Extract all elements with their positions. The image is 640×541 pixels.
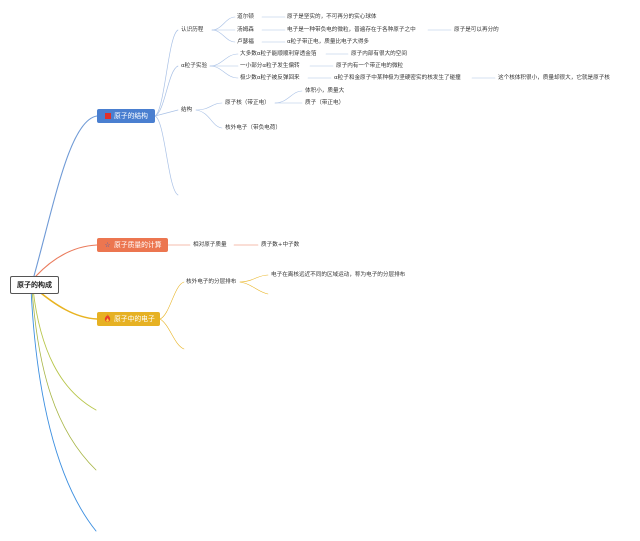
branch-line-extra-blue <box>30 288 97 532</box>
node-electron-layout[interactable]: 核外电子的分层排布 <box>186 279 237 285</box>
node-alpha-experiment[interactable]: α粒子实验 <box>181 63 208 69</box>
node-history[interactable]: 认识历程 <box>181 27 204 33</box>
node-alpha-e1-desc[interactable]: 原子内部有很大的空间 <box>351 51 407 57</box>
node-alpha-e3[interactable]: 极少数α粒子被反弹回来 <box>240 75 300 81</box>
conn-history-dalton <box>211 16 236 31</box>
topic-atom-structure-label: 原子的结构 <box>114 112 148 120</box>
conn-composition-nucleus <box>195 102 223 111</box>
node-nucleus-c2[interactable]: 质子（带正电） <box>305 100 345 106</box>
node-thomson-desc2[interactable]: 原子是可以再分的 <box>454 27 499 33</box>
conn-electron-layout <box>159 281 185 320</box>
conn-structure-composition <box>154 109 179 117</box>
topic-electrons[interactable]: 原子中的电子 <box>97 312 160 326</box>
conn-structure-history <box>154 29 179 117</box>
conn-composition-electrons <box>195 109 223 129</box>
branch-line-extra-green <box>32 288 97 411</box>
conn-structure-empty <box>154 115 179 196</box>
node-nucleus-c1[interactable]: 体积小，质量大 <box>305 88 345 94</box>
root-node[interactable]: 原子的构成 <box>10 276 59 294</box>
red-square-icon <box>103 109 112 123</box>
conn-nucleus-c1 <box>274 90 303 104</box>
conn-structure-alpha <box>154 65 179 117</box>
node-composition[interactable]: 结构 <box>181 107 193 113</box>
topic-atomic-mass[interactable]: ☆原子质量的计算 <box>97 238 168 252</box>
node-rutherford[interactable]: 卢瑟福 <box>237 39 254 45</box>
conn-layout-desc <box>239 274 269 283</box>
topic-atom-structure[interactable]: 原子的结构 <box>97 109 155 123</box>
node-alpha-e1[interactable]: 大多数α粒子能顺顺利穿透金箔 <box>240 51 317 57</box>
branch-line-mass <box>35 244 98 277</box>
node-alpha-e3-desc2[interactable]: 这个核体积很小，质量却很大，它就是原子核 <box>498 75 610 81</box>
conn-electron-empty <box>159 318 185 350</box>
node-alpha-e2[interactable]: 一小部分α粒子发生偏转 <box>240 63 300 69</box>
node-thomson[interactable]: 汤姆森 <box>237 27 254 33</box>
node-nucleus[interactable]: 原子核（带正电） <box>225 100 270 106</box>
node-dalton-desc[interactable]: 原子是坚实的，不可再分的实心球体 <box>287 14 377 20</box>
conn-history-rutherford <box>211 29 236 43</box>
node-electrons[interactable]: 核外电子（带负电荷） <box>225 125 281 131</box>
conn-alpha-e3 <box>209 65 239 79</box>
node-electron-layout-desc[interactable]: 电子在离核远近不同的区域运动，称为电子的分层排布 <box>271 272 406 278</box>
node-alpha-e2-desc[interactable]: 原子内有一个带正电的微粒 <box>336 63 404 69</box>
conn-alpha-e1 <box>209 53 239 67</box>
branch-line-extra-olive <box>31 288 97 471</box>
node-relative-atomic-mass-desc[interactable]: 质子数+中子数 <box>261 242 300 248</box>
node-relative-atomic-mass[interactable]: 相对原子质量 <box>193 242 227 248</box>
topic-electrons-label: 原子中的电子 <box>114 315 155 323</box>
node-dalton[interactable]: 道尔顿 <box>237 14 254 20</box>
branch-line-structure <box>33 115 98 277</box>
fire-icon <box>103 312 112 326</box>
node-rutherford-desc[interactable]: α粒子带正电，质量比电子大得多 <box>287 39 370 45</box>
node-thomson-desc[interactable]: 电子是一种带负电的微粒，普遍存在于各种原子之中 <box>287 27 416 33</box>
node-alpha-e3-desc[interactable]: α粒子和金原子中某种极为坚硬密实的核发生了碰撞 <box>334 75 461 81</box>
conn-layout-empty <box>239 281 269 295</box>
star-icon: ☆ <box>104 241 111 249</box>
topic-atomic-mass-label: 原子质量的计算 <box>114 241 162 249</box>
